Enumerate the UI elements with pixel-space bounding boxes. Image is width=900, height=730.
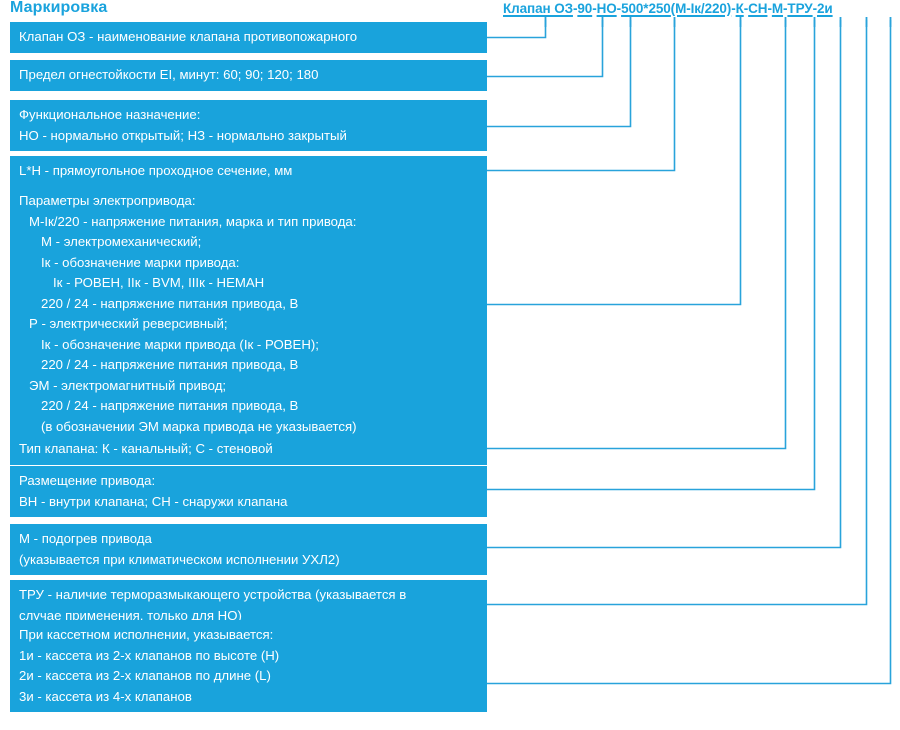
designation-separator: - [783, 1, 788, 16]
connector-cross-section [487, 20, 676, 172]
description-block-cassette-version: При кассетном исполнении, указывается: 1и… [10, 620, 487, 712]
designation-segment-3: 500*250 [621, 1, 671, 16]
connector-thermal-device [487, 20, 868, 606]
block-line: М - подогрев привода [19, 531, 152, 546]
block-line: 220 / 24 - напряжение питания привода, В [41, 295, 299, 311]
designation-segment-4: (М-Iк/220) [670, 1, 732, 16]
connector-drive-placement [487, 20, 816, 491]
designation-segment-6: СН [748, 1, 768, 16]
connector-fire-resistance [487, 20, 604, 78]
block-line: (в обозначении ЭМ марка привода не указы… [41, 418, 357, 434]
block-line: Iк - обозначение марки привода: [41, 254, 240, 270]
designation-separator: - [731, 1, 736, 16]
block-line: 220 / 24 - напряжение питания привода, В [41, 357, 299, 372]
connector-drive-heating [487, 20, 842, 549]
description-block-cross-section: L*H - прямоугольное проходное сечение, м… [10, 156, 487, 187]
block-line: Предел огнестойкости EI, минут: 60; 90; … [19, 67, 319, 82]
block-line: М-Iк/220 - напряжение питания, марка и т… [29, 213, 357, 229]
block-line: ВН - внутри клапана; СН - снаружи клапан… [19, 493, 288, 509]
description-block-valve-type: Тип клапана: К - канальный; С - стеновой [10, 434, 487, 465]
designation-segment-9: 2и [817, 1, 833, 16]
connector-functional [487, 20, 632, 128]
designation-segment-8: ТРУ [787, 1, 813, 16]
block-line: НО - нормально открытый; НЗ - нормально … [19, 127, 347, 143]
connector-valve-name [487, 20, 547, 39]
block-line: L*H - прямоугольное проходное сечение, м… [19, 163, 293, 178]
block-line: М - электромеханический; [41, 234, 202, 249]
block-line: ЭМ - электромагнитный привод; [29, 377, 227, 393]
block-line: 1и - кассета из 2-х клапанов по высоте (… [19, 647, 280, 663]
block-line: При кассетном исполнении, указывается: [19, 627, 274, 642]
connector-drive-parameters [487, 20, 742, 306]
block-line: 220 / 24 - напряжение питания привода, В [41, 398, 299, 413]
description-block-drive-placement: Размещение привода: ВН - внутри клапана; … [10, 466, 487, 517]
designation-segment-1: 90 [577, 1, 593, 16]
block-line: Р - электрический реверсивный; [29, 316, 228, 331]
designation-separator: - [592, 1, 597, 16]
block-line: (указывается при климатическом исполнени… [19, 551, 340, 567]
block-line: Параметры электропривода: [19, 193, 196, 208]
designation-segment-2: НО [596, 1, 617, 16]
designation-segment-0: Клапан ОЗ [503, 1, 573, 16]
block-line: Клапан ОЗ - наименование клапана противо… [19, 29, 358, 44]
block-line: Функциональное назначение: [19, 107, 201, 122]
block-line: Тип клапана: К - канальный; С - стеновой [19, 441, 273, 456]
designation-formula: Клапан ОЗ-90-НО-500*250(М-Iк/220)-К-СН-М… [503, 1, 833, 16]
designation-segment-7: М [771, 1, 784, 16]
description-block-drive-heating: М - подогрев привода (указывается при кли… [10, 524, 487, 575]
block-line: 3и - кассета из 4-х клапанов [19, 688, 192, 704]
block-line: Iк - РОВЕН, IIк - BVM, IIIк - НЕМАН [53, 275, 265, 290]
block-line: ТРУ - наличие терморазмыкающего устройст… [19, 587, 407, 602]
description-block-fire-resistance: Предел огнестойкости EI, минут: 60; 90; … [10, 60, 487, 91]
block-line: Размещение привода: [19, 473, 156, 488]
description-block-valve-name: Клапан ОЗ - наименование клапана противо… [10, 22, 487, 53]
designation-separator: - [767, 1, 772, 16]
description-block-drive-parameters: Параметры электропривода: М-Iк/220 - напр… [10, 186, 487, 442]
block-line: Iк - обозначение марки привода (Iк - РОВ… [41, 336, 319, 352]
designation-separator: - [616, 1, 622, 16]
connector-valve-type [487, 20, 787, 450]
block-line: 2и - кассета из 2-х клапанов по длине (L… [19, 668, 271, 683]
connector-cassette-version [487, 20, 892, 685]
designation-separator: - [743, 1, 749, 16]
designation-separator: - [812, 1, 818, 16]
designation-segment-5: К [735, 1, 744, 16]
page-title: Маркировка [10, 0, 108, 16]
block-line: случае применения, только для НО) [19, 607, 242, 623]
designation-separator: - [572, 1, 578, 16]
description-block-functional-purpose: Функциональное назначение: НО - нормально… [10, 100, 487, 151]
